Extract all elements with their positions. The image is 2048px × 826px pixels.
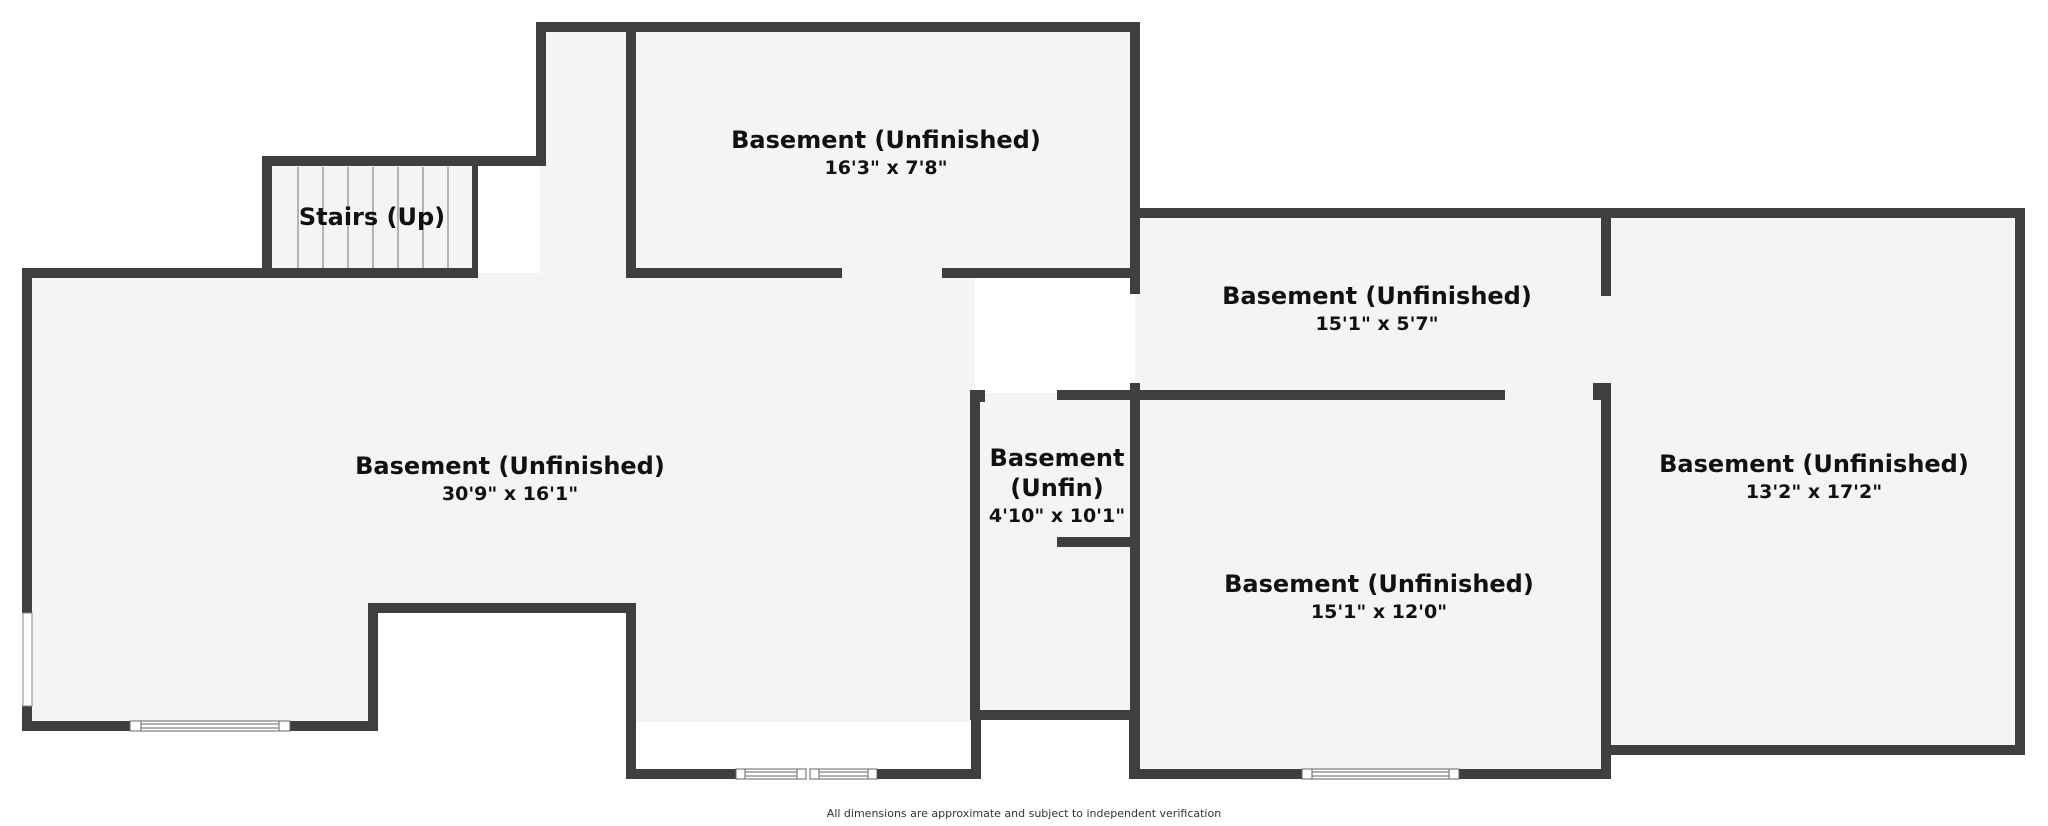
disclaimer-footer: All dimensions are approximate and subje… — [827, 807, 1221, 820]
room-name-main: Basement (Unfinished) — [355, 452, 665, 480]
window-bottom-right — [1301, 768, 1460, 780]
room-dims-lower-mid: 15'1" x 12'0" — [1311, 601, 1447, 623]
room-name-lower-mid: Basement (Unfinished) — [1224, 570, 1534, 598]
floor-small-room — [975, 393, 1135, 715]
floor-right-room — [1606, 213, 2020, 747]
room-dims-main: 30'9" x 16'1" — [442, 483, 578, 505]
room-labels: Basement (Unfinished) 30'9" x 16'1" Base… — [299, 126, 1969, 820]
room-name-hall: Basement (Unfinished) — [1222, 282, 1532, 310]
floor-areas — [28, 28, 2020, 774]
room-name-top: Basement (Unfinished) — [731, 126, 1041, 154]
walls — [22, 22, 2025, 779]
room-dims-small: 4'10" x 10'1" — [989, 505, 1125, 527]
window-bottom-left — [129, 720, 291, 732]
window-bottom-center-b — [809, 768, 878, 780]
room-name-right: Basement (Unfinished) — [1659, 450, 1969, 478]
floor-lower-mid-room — [1135, 393, 1606, 774]
room-dims-hall: 15'1" x 5'7" — [1315, 313, 1438, 335]
room-dims-top: 16'3" x 7'8" — [824, 157, 947, 179]
floor-top-room — [628, 28, 1135, 273]
room-name-small-line1: Basement — [990, 444, 1125, 472]
room-dims-right: 13'2" x 17'2" — [1746, 481, 1882, 503]
room-name-stairs: Stairs (Up) — [299, 203, 445, 231]
window-bottom-center-a — [735, 768, 807, 780]
floor-main — [28, 28, 975, 722]
room-name-small-line2: (Unfin) — [1010, 474, 1103, 502]
windows — [22, 612, 1460, 780]
window-left-wall — [22, 612, 33, 707]
floor-stairs — [266, 162, 476, 273]
